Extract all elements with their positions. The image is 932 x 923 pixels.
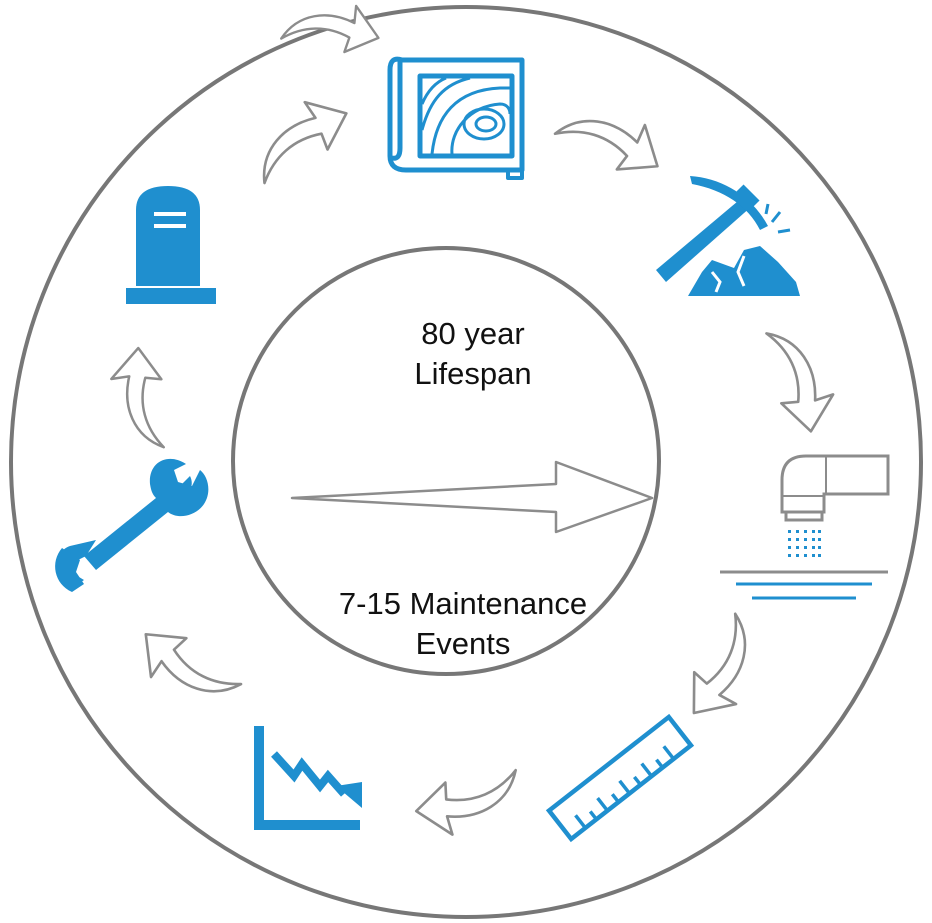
excavation-pickaxe-icon bbox=[656, 176, 800, 296]
decline-chart-icon bbox=[254, 726, 362, 830]
maintenance-wrench-icon bbox=[55, 458, 209, 592]
inner-ring bbox=[231, 246, 661, 676]
planning-map-icon bbox=[387, 56, 525, 180]
measurement-ruler-icon bbox=[545, 713, 695, 843]
end-of-life-tombstone-icon bbox=[126, 186, 216, 304]
cycle-arrow-6 bbox=[410, 768, 527, 842]
timeline-arrow bbox=[290, 460, 654, 534]
lifespan-label: 80 year Lifespan bbox=[293, 314, 653, 394]
cycle-arrow-7 bbox=[125, 615, 243, 726]
cycle-arrow-8 bbox=[109, 346, 165, 451]
maintenance-events-label: 7-15 Maintenance Events bbox=[283, 584, 643, 664]
lifespan-line-1: 80 year bbox=[421, 316, 525, 351]
cycle-arrow-3 bbox=[553, 86, 674, 188]
water-pipe-icon bbox=[720, 454, 890, 600]
lifespan-line-2: Lifespan bbox=[414, 356, 532, 391]
cycle-arrow-4 bbox=[765, 321, 841, 438]
cycle-arrow-2 bbox=[238, 86, 359, 185]
events-line-1: 7-15 Maintenance bbox=[338, 586, 588, 621]
events-line-2: Events bbox=[415, 626, 511, 661]
cycle-arrow-1 bbox=[280, 0, 386, 60]
cycle-arrow-5 bbox=[673, 612, 780, 732]
outer-ring bbox=[9, 5, 923, 919]
